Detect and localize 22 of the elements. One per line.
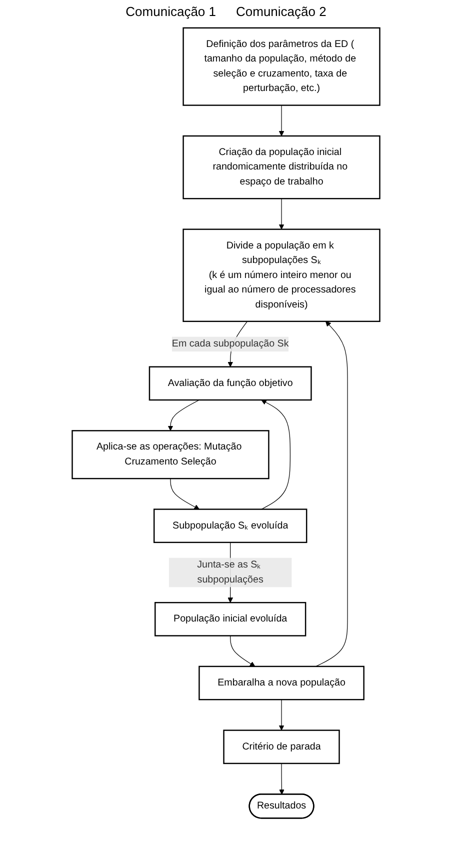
- arrow: [278, 104, 284, 136]
- node-box: Criação da população inicial randomicamente distribuída no espaço de trabalho: [182, 135, 380, 200]
- note-text: Comunicação 2: [236, 4, 326, 19]
- node-box: Critério de parada: [223, 730, 340, 764]
- edge-label: Em cada subpopulação Sk: [172, 338, 289, 350]
- arrow: [278, 198, 284, 230]
- node-box: Aplica-se as operações: Mutação Cruzamento Seleção: [72, 430, 270, 480]
- arrow: [230, 635, 256, 667]
- arrow: [278, 699, 284, 731]
- arrow: [170, 478, 200, 510]
- node-box: Embaralha a nova população: [198, 666, 364, 700]
- node-box: Subpopulação Sₖ evoluída: [153, 508, 308, 544]
- arrow: [261, 400, 291, 510]
- arrow: [315, 321, 348, 667]
- node-box: Avaliação da função objetivo: [148, 366, 312, 401]
- edge-label: Junta-se as Sₖ subpopulações: [197, 560, 264, 585]
- node-box: Definição dos parâmetros da ED ( tamanho da população, método de seleção e cruzamento, taxa de perturbação, etc.): [182, 27, 380, 106]
- arrow: [168, 400, 200, 431]
- note-text: Comunicação 1: [126, 4, 216, 19]
- node-box: Divide a população em k subpopulações Sₖ (k é um número inteiro menor ou igual ao número de processadores disponíveis): [182, 228, 380, 322]
- arrow: [279, 763, 284, 795]
- node-box: População inicial evoluída: [154, 602, 306, 636]
